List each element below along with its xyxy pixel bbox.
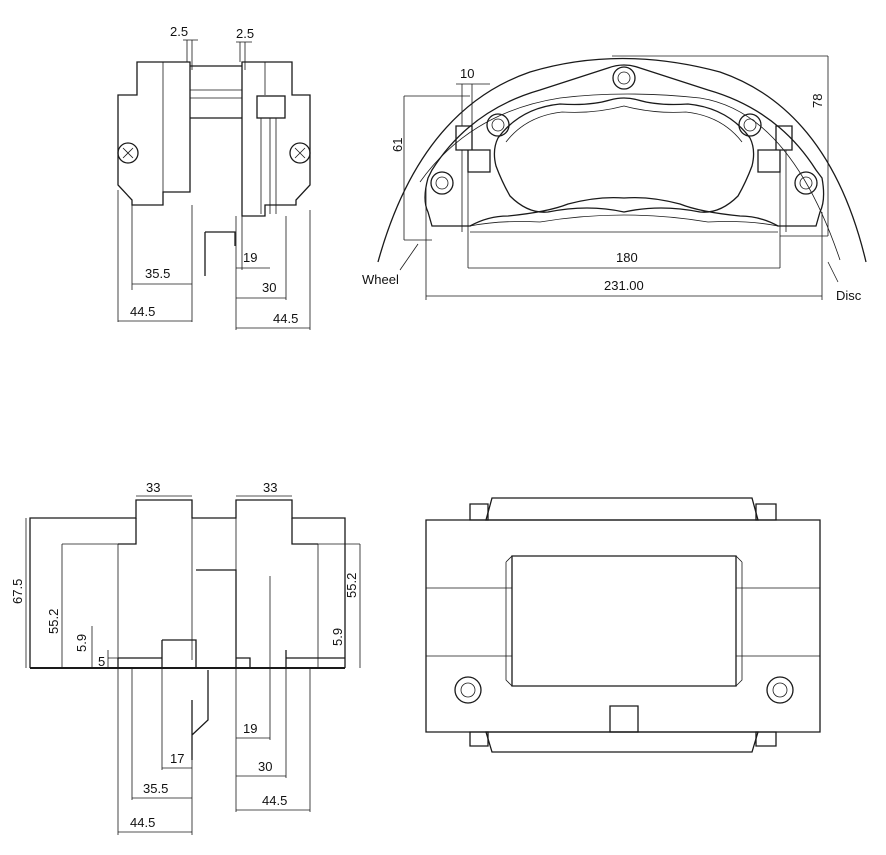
disc-label: Disc	[836, 288, 862, 303]
dim-33-right: 33	[263, 480, 277, 495]
dim-5-9-left: 5.9	[74, 634, 89, 652]
dim-35-5: 35.5	[145, 266, 170, 281]
dim-67-5: 67.5	[10, 579, 25, 604]
dim-5: 5	[98, 654, 105, 669]
mount-hole-right-icon	[766, 676, 794, 704]
dim-2-5-right: 2.5	[236, 26, 254, 41]
dim-30: 30	[262, 280, 276, 295]
dim-61: 61	[390, 138, 405, 152]
side-view: 10 61 78 180 231.00 Wheel Disc	[362, 55, 867, 303]
dim-17: 17	[170, 751, 184, 766]
dim-19: 19	[243, 250, 257, 265]
dim-5-9-right: 5.9	[330, 628, 345, 646]
dim-10: 10	[460, 66, 474, 81]
bottom-left-view: 33 33 67.5 55.2 5.9 5 55.2 5.9 17 35.5 4…	[10, 480, 361, 835]
dim-231: 231.00	[604, 278, 644, 293]
disc-arc	[419, 93, 841, 261]
dim-2-5-left: 2.5	[170, 24, 188, 39]
dim-44-5-right: 44.5	[273, 311, 298, 326]
dim-78: 78	[810, 94, 825, 108]
top-view	[425, 497, 821, 753]
mount-hole-left-icon	[454, 676, 482, 704]
dim-44-5-bottom-right: 44.5	[262, 793, 287, 808]
dim-180: 180	[616, 250, 638, 265]
wheel-label: Wheel	[362, 272, 399, 287]
dim-35-5-bottom: 35.5	[143, 781, 168, 796]
bolt-right-icon	[289, 142, 311, 164]
dim-55-2-right: 55.2	[344, 573, 359, 598]
dim-55-2-left: 55.2	[46, 609, 61, 634]
dim-30-bottom: 30	[258, 759, 272, 774]
dim-19-bottom: 19	[243, 721, 257, 736]
dim-44-5-left: 44.5	[130, 304, 155, 319]
bolt-left-icon	[117, 142, 139, 164]
front-view: 2.5 2.5 35.5 44.5 19 30 44.5	[117, 24, 311, 330]
wheel-arc	[377, 57, 867, 263]
dim-44-5-bottom-left: 44.5	[130, 815, 155, 830]
bolt-holes	[430, 66, 818, 195]
dim-33-left: 33	[146, 480, 160, 495]
